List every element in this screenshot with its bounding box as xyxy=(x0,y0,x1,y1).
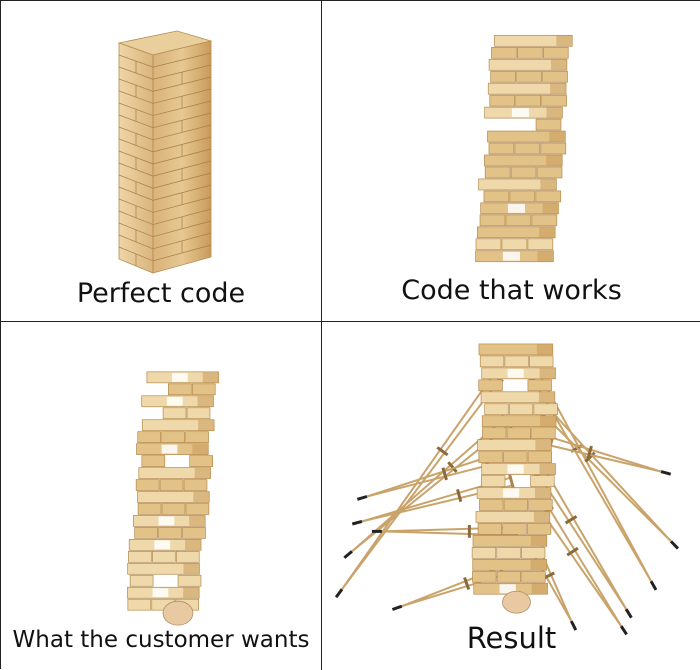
gappy-tower-image xyxy=(475,34,573,263)
crutch-tower-image xyxy=(334,343,680,636)
panel-result: Result xyxy=(321,321,700,670)
caption-customer-wants: What the customer wants xyxy=(12,627,310,653)
straight-tower-image xyxy=(117,30,213,274)
caption-result: Result xyxy=(466,621,557,655)
caption-code-that-works: Code that works xyxy=(401,275,622,306)
panel-perfect-code: Perfect code xyxy=(1,1,321,321)
panel-customer-wants: What the customer wants xyxy=(1,321,321,670)
leaning-tower-image xyxy=(127,371,220,626)
egg-icon xyxy=(162,600,194,626)
panel-code-that-works: Code that works xyxy=(321,1,700,321)
egg-icon xyxy=(502,590,531,614)
caption-perfect-code: Perfect code xyxy=(76,278,246,309)
